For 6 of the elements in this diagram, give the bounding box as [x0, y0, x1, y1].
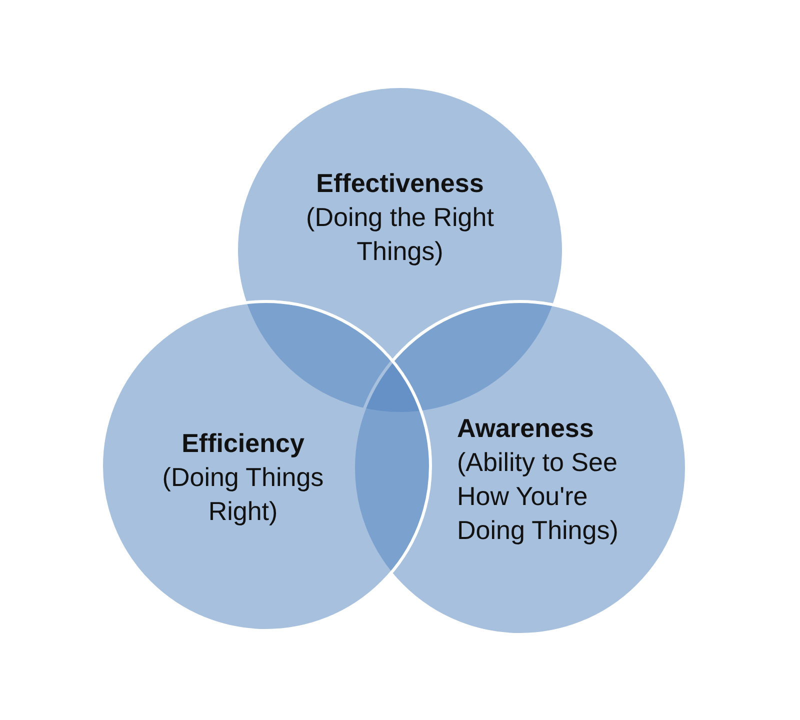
- circle-description: (Doing the Right Things): [305, 201, 495, 268]
- circle-description: (Doing Things Right): [161, 461, 325, 528]
- circle-heading: Efficiency: [182, 427, 304, 460]
- circle-description: (Ability to See How You're Doing Things): [457, 446, 620, 547]
- circle-heading: Effectiveness: [316, 167, 484, 200]
- circle-heading: Awareness: [457, 412, 594, 445]
